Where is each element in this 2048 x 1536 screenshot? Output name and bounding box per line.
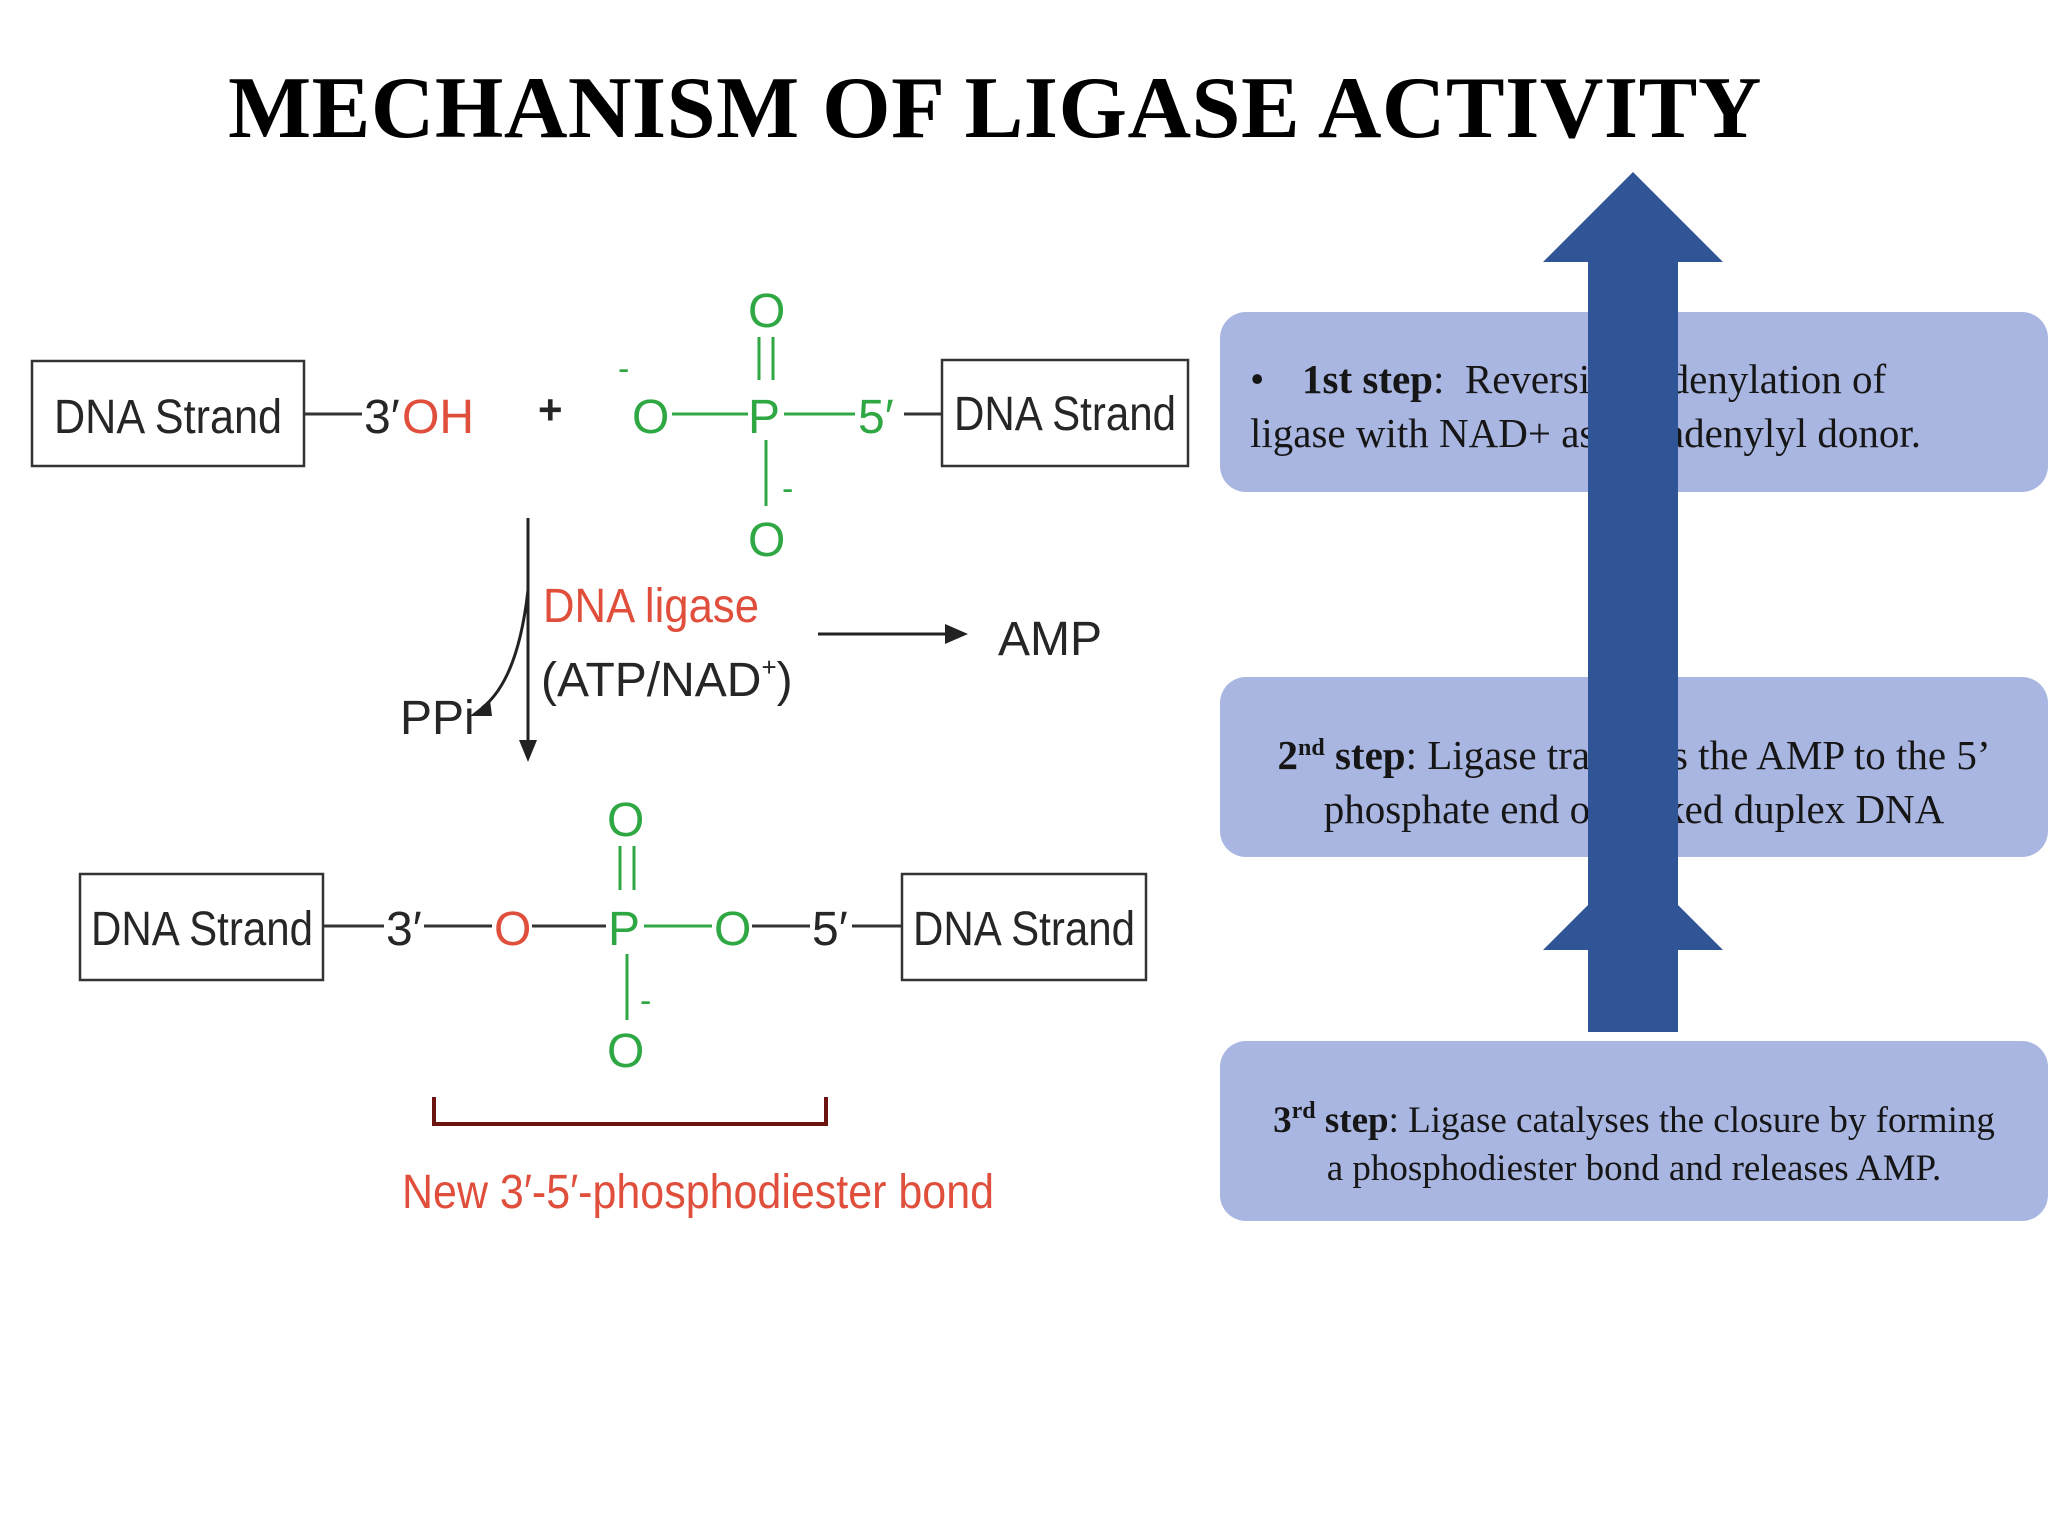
up-arrow-icon: [1543, 172, 1723, 1032]
step-1-box: • 1st step: Reversible adenylation of lig…: [1220, 312, 2048, 492]
step-2-colon: :: [1405, 732, 1417, 778]
step-2-line-2: phosphate end of nicked duplex DNA: [1323, 786, 1945, 832]
step-3-ordinal-suffix: rd: [1291, 1098, 1316, 1124]
step-2-text-1: Ligase transfers the AMP to the 5’: [1416, 732, 1991, 778]
prime-3-label-bottom: 3′: [386, 903, 422, 956]
phosphorus-atom-bottom: P: [608, 903, 640, 956]
dna-strand-box-top-right: [940, 358, 1190, 468]
plus-sign: +: [538, 386, 563, 433]
phosphate-oxygen-bottom: O: [748, 514, 785, 567]
step-2-line-1: 2nd step: Ligase transfers the AMP to th…: [1240, 721, 2028, 782]
dna-strand-label-bottom-left: DNA Strand: [91, 903, 313, 956]
bridging-oxygen-3-side: O: [494, 903, 531, 956]
step-1-line-1: • 1st step: Reversible adenylation of: [1250, 352, 2018, 406]
step-3-line-1: 3rd step: Ligase catalyses the closure b…: [1240, 1087, 2028, 1145]
phosphate-oxygen-left: O: [632, 391, 669, 444]
dna-strand-box-bottom-right: [900, 872, 1148, 982]
step-1-line-2: ligase with NAD+ as the adenylyl donor.: [1250, 410, 1922, 456]
dna-strand-label-top-right: DNA Strand: [954, 388, 1176, 441]
step-1-text-1: Reversible adenylation of: [1444, 356, 1887, 402]
step-2-word: step: [1324, 732, 1406, 778]
cofactor-label: (ATP/NAD+): [541, 652, 793, 707]
hydroxyl-label: OH: [402, 391, 474, 444]
up-arrow-secondary-icon: [1543, 905, 1723, 1032]
step-3-box: 3rd step: Ligase catalyses the closure b…: [1220, 1041, 2048, 1221]
slide-title: MECHANISM OF LIGASE ACTIVITY: [228, 60, 1762, 157]
amp-byproduct-label: AMP: [998, 613, 1102, 666]
phosphate-oxygen-top: O: [748, 285, 785, 338]
product-oxygen-top: O: [607, 794, 644, 847]
prime-3-label-top: 3′: [364, 391, 400, 444]
step-1-word: step: [1352, 356, 1433, 402]
dna-strand-label-top-left: DNA Strand: [54, 391, 282, 444]
phosphate-minus-charge-left: -: [618, 350, 629, 388]
enzyme-label: DNA ligase: [543, 580, 759, 633]
bullet-icon: •: [1250, 356, 1265, 402]
prime-5-label-top: 5′: [858, 391, 894, 444]
ligase-reaction-scheme: DNA Strand 3′ OH + - O O P O - 5′ DNA St…: [30, 285, 1190, 1219]
product-minus-charge: -: [640, 982, 651, 1020]
step-3-text-1: Ligase catalyses the closure by forming: [1398, 1100, 1995, 1141]
prime-5-label-bottom: 5′: [812, 903, 848, 956]
bridging-oxygen-5-side: O: [714, 903, 751, 956]
new-bond-label: New 3′-5′-phosphodiester bond: [402, 1166, 994, 1219]
phosphate-minus-charge-bottom: -: [782, 470, 793, 508]
product-oxygen-bottom: O: [607, 1025, 644, 1078]
step-2-ordinal: 2: [1277, 732, 1299, 778]
step-2-ordinal-suffix: nd: [1298, 735, 1325, 761]
step-3-colon: :: [1388, 1100, 1399, 1141]
new-bond-bracket: [432, 1097, 828, 1126]
step-2-box: 2nd step: Ligase transfers the AMP to th…: [1220, 677, 2048, 857]
step-1-ordinal: 1st: [1302, 356, 1353, 402]
step-3-line-2: a phosphodiester bond and releases AMP.: [1326, 1148, 1942, 1189]
step-3-ordinal: 3: [1273, 1100, 1292, 1141]
phosphorus-atom-top: P: [748, 391, 780, 444]
step-1-colon: :: [1432, 356, 1445, 402]
ppi-byproduct-label: PPi: [400, 692, 475, 745]
dna-strand-label-bottom-right: DNA Strand: [913, 903, 1135, 956]
step-3-word: step: [1315, 1100, 1389, 1141]
